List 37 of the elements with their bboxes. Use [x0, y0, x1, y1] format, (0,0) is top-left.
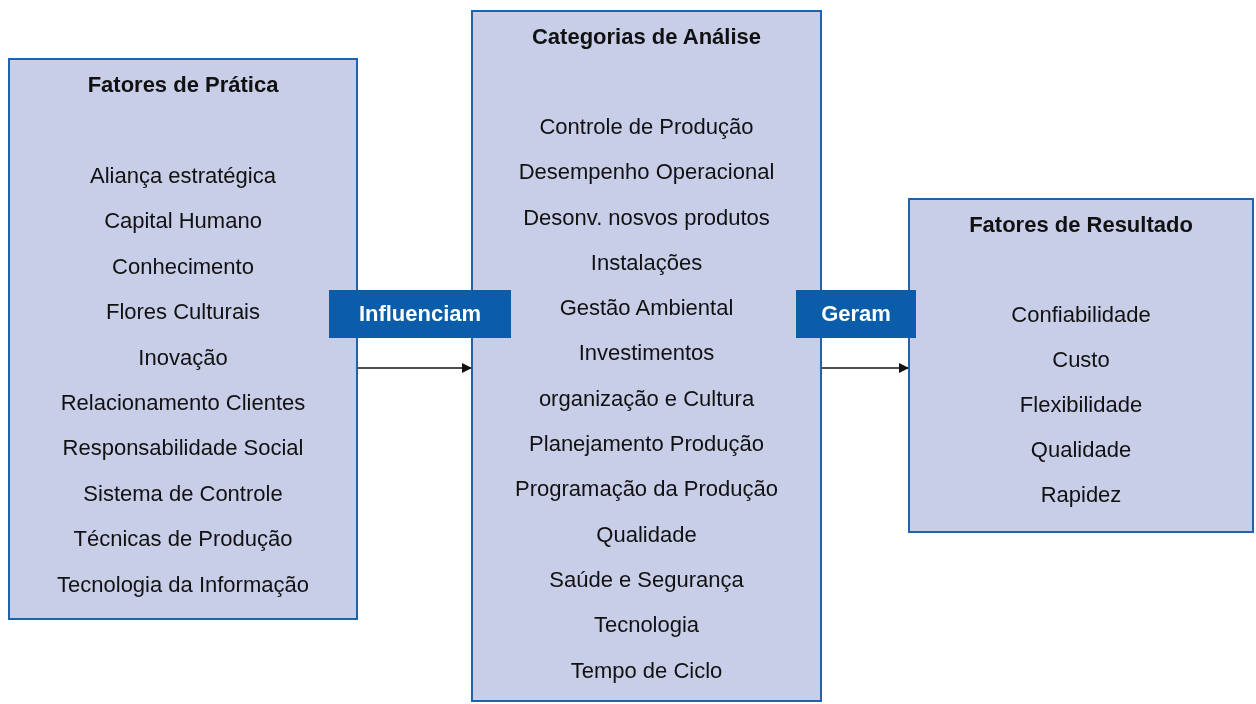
list-item: Capital Humano — [104, 208, 262, 235]
category-panel — [8, 58, 358, 620]
panel-heading: Fatores de Resultado — [969, 212, 1193, 238]
list-item: Qualidade — [596, 521, 697, 548]
list-item: Programação da Produção — [515, 476, 778, 503]
list-item: Responsabilidade Social — [62, 435, 304, 462]
panel-heading: Categorias de Análise — [531, 24, 761, 50]
list-item: Qualidade — [1030, 437, 1132, 463]
list-item: Gestão Ambiental — [559, 295, 734, 322]
list-item: Conhecimento — [112, 253, 254, 280]
category-panel — [908, 198, 1254, 533]
list-item: Desempenho Operacional — [518, 159, 775, 186]
list-item: Controle de Produção — [539, 114, 754, 140]
arrow — [357, 363, 472, 373]
list-item: Sistema de Controle — [83, 480, 283, 507]
list-item: Inovação — [138, 344, 228, 371]
list-item: Investimentos — [578, 340, 715, 367]
list-item: Flores Culturais — [105, 299, 260, 326]
list-item: organização e Cultura — [538, 385, 755, 412]
list-item: Confiabilidade — [1011, 302, 1151, 328]
label-badge: Influenciam — [329, 290, 511, 338]
list-item: Instalações — [590, 249, 703, 276]
label-badge: Geram — [796, 290, 916, 338]
list-item: Relacionamento Clientes — [60, 389, 306, 416]
list-item: Aliança estratégica — [90, 163, 276, 189]
list-item: Saúde e Segurança — [549, 566, 744, 593]
panel-heading: Fatores de Prática — [87, 72, 279, 98]
list-item: Flexibilidade — [1019, 392, 1143, 418]
list-item: Tempo de Ciclo — [570, 657, 723, 684]
list-item: Técnicas de Produção — [73, 526, 293, 553]
list-item: Planejamento Produção — [529, 431, 764, 458]
list-item: Tecnologia — [593, 612, 700, 639]
list-item: Custo — [1052, 347, 1110, 373]
list-item: Desonv. nosvos produtos — [523, 204, 770, 231]
arrow — [821, 363, 909, 373]
list-item: Tecnologia da Informação — [57, 571, 309, 598]
list-item: Rapidez — [1040, 482, 1122, 508]
